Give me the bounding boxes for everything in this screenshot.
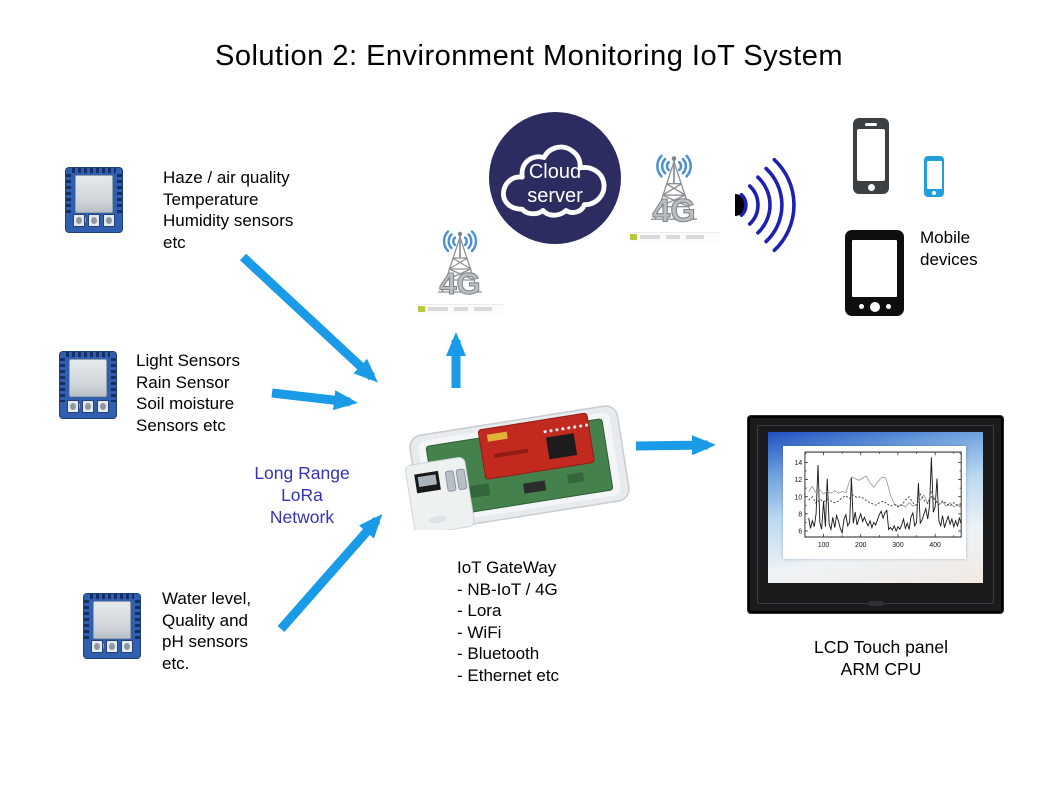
sensor-module-icon — [60, 352, 116, 418]
svg-text:300: 300 — [892, 539, 903, 548]
mobile-devices-label: Mobile devices — [920, 228, 978, 269]
watermark-strip — [628, 232, 720, 242]
sensor-pins — [117, 174, 122, 216]
chart-series-measurement-gray — [808, 475, 962, 509]
cloud-label-line1: Cloud — [528, 161, 582, 183]
smartphone-small-icon — [924, 156, 944, 197]
svg-text:12: 12 — [795, 474, 803, 483]
gateway-device-image — [405, 405, 630, 530]
sensor-pins — [66, 174, 71, 216]
svg-text:6: 6 — [798, 526, 802, 535]
air-quality-sensors-label: Haze / air quality Temperature Humidity … — [163, 168, 294, 252]
arrow-gateway-to-lcd — [635, 435, 716, 456]
arrow-sensor2-to-gateway — [271, 388, 358, 411]
cellular-tower-4g: 4G — [628, 152, 720, 242]
lcd-chart-box: 100 200 300 400 6 8 10 12 14 — [783, 445, 966, 559]
cellular-tower-4g: 4G — [416, 228, 504, 314]
sensor-pins — [72, 168, 116, 173]
arrow-sensor1-to-gateway — [239, 253, 378, 383]
watermark-strip — [416, 304, 504, 314]
light-rain-soil-sensors-label: Light Sensors Rain Sensor Soil moisture … — [136, 351, 240, 435]
svg-text:10: 10 — [795, 492, 803, 501]
radio-waves-icon — [735, 157, 796, 253]
chart-series-measurement-dark — [808, 456, 962, 535]
page-title: Solution 2: Environment Monitoring IoT S… — [214, 40, 844, 72]
svg-text:100: 100 — [818, 539, 829, 548]
tablet-icon — [845, 230, 904, 316]
sensor-module-icon — [66, 168, 122, 232]
lcd-screen: 100 200 300 400 6 8 10 12 14 — [768, 432, 983, 583]
tower-4g-label: 4G — [439, 266, 480, 301]
svg-text:200: 200 — [855, 539, 866, 548]
cloud-label-line2: server — [527, 185, 583, 207]
arrow-sensor3-to-gateway — [277, 513, 383, 632]
cloud-server: Cloud server — [489, 112, 621, 244]
chart-series-measurement-dashed — [808, 492, 962, 508]
svg-text:8: 8 — [798, 509, 802, 518]
sensor-shield — [75, 175, 113, 213]
lcd-panel-image: 100 200 300 400 6 8 10 12 14 — [748, 416, 1003, 613]
gateway-label: IoT GateWay - NB-IoT / 4G - Lora - WiFi … — [457, 558, 560, 685]
water-sensors-label: Water level, Quality and pH sensors etc. — [162, 589, 252, 673]
tower-4g-icon: 4G — [651, 154, 697, 229]
lcd-chart: 100 200 300 400 6 8 10 12 14 — [795, 451, 962, 549]
cloud-icon — [501, 144, 607, 218]
lora-network-label: Long Range LoRa Network — [254, 463, 350, 527]
tower-4g-label: 4G — [652, 192, 695, 228]
sensor-module-icon — [84, 594, 140, 658]
lcd-bezel-button — [867, 601, 884, 606]
svg-text:400: 400 — [929, 539, 940, 548]
tower-4g-icon: 4G — [438, 230, 482, 302]
lcd-label: LCD Touch panel ARM CPU — [814, 637, 948, 679]
svg-text:14: 14 — [795, 457, 803, 466]
smartphone-icon — [853, 118, 889, 194]
